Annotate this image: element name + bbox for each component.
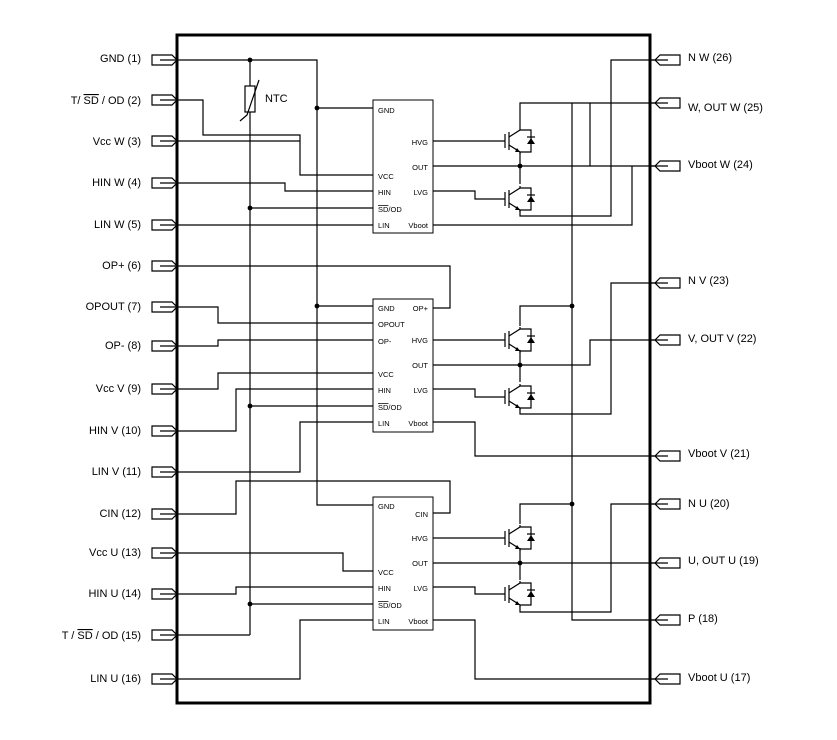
pin-label-10: HIN V (10) xyxy=(89,425,141,437)
ic-v-vcc: VCC xyxy=(378,370,394,379)
ic-w-lin: LIN xyxy=(378,221,390,230)
ic-v-hin: HIN xyxy=(378,386,391,395)
pin-label-6: OP+ (6) xyxy=(102,260,141,272)
pin-label-22: V, OUT V (22) xyxy=(688,333,756,345)
pin-label-12: CIN (12) xyxy=(99,508,141,520)
igbt-1 xyxy=(504,128,535,154)
ic-w-out: OUT xyxy=(412,163,428,172)
igbt-3 xyxy=(504,327,535,353)
pin-label-20: N U (20) xyxy=(688,498,730,510)
ic-u-out: OUT xyxy=(412,559,428,568)
ic-u-lin: LIN xyxy=(378,617,390,626)
pin-label-19: U, OUT U (19) xyxy=(688,555,759,567)
left-pin-labels: GND (1) T/ SD / OD (2) Vcc W (3) HIN W (… xyxy=(62,53,141,685)
pin-label-2: T/ SD / OD (2) xyxy=(71,95,141,107)
pin-label-26: N W (26) xyxy=(688,52,732,64)
module-outline xyxy=(175,33,652,705)
driver-ic-w xyxy=(372,99,434,234)
ic-v-sdod: SD/OD xyxy=(378,403,402,412)
ic-u-gnd: GND xyxy=(378,502,395,511)
ic-w-lvg: LVG xyxy=(414,188,429,197)
ic-u-vboot: Vboot xyxy=(408,617,429,626)
ic-u-sdod: SD/OD xyxy=(378,601,402,610)
ic-u-vcc: VCC xyxy=(378,568,394,577)
pin-label-14: HIN U (14) xyxy=(88,588,141,600)
pin-label-17: Vboot U (17) xyxy=(688,672,750,684)
pin-label-11: LIN V (11) xyxy=(92,466,141,478)
ic-u-lvg: LVG xyxy=(414,584,429,593)
wiring xyxy=(160,59,668,680)
right-pin-connectors xyxy=(650,54,681,685)
pin-label-24: Vboot W (24) xyxy=(688,159,753,171)
pin-label-13: Vcc U (13) xyxy=(89,547,141,559)
ic-v-opminus: OP- xyxy=(378,337,392,346)
pin-label-15: T / SD / OD (15) xyxy=(62,630,141,642)
ntc-thermistor: NTC xyxy=(239,60,288,130)
igbt-5 xyxy=(504,525,535,551)
pin-label-4: HIN W (4) xyxy=(92,177,141,189)
pin-label-7: OPOUT (7) xyxy=(86,301,141,313)
right-pin-labels: N W (26) W, OUT W (25) Vboot W (24) N V … xyxy=(688,52,763,684)
driver-w-labels: GND VCC HIN SD/OD LIN HVG OUT LVG Vboot xyxy=(378,106,429,230)
pin-label-18: P (18) xyxy=(688,613,718,625)
ic-w-sdod: SD/OD xyxy=(378,205,402,214)
ntc-label: NTC xyxy=(265,93,288,105)
pin-label-8: OP- (8) xyxy=(105,340,141,352)
pin-label-3: Vcc W (3) xyxy=(93,136,141,148)
ic-w-vboot: Vboot xyxy=(408,221,429,230)
ic-u-cin: CIN xyxy=(415,510,428,519)
ic-u-hin: HIN xyxy=(378,584,391,593)
ic-w-gnd: GND xyxy=(378,106,395,115)
pin-label-21: Vboot V (21) xyxy=(688,448,750,460)
left-pin-connectors xyxy=(151,54,178,685)
ic-u-hvg: HVG xyxy=(412,534,428,543)
ic-v-out: OUT xyxy=(412,361,428,370)
ic-v-opplus: OP+ xyxy=(413,304,429,313)
ic-w-hvg: HVG xyxy=(412,138,428,147)
pin-label-23: N V (23) xyxy=(688,275,729,287)
ic-w-vcc: VCC xyxy=(378,172,394,181)
pin-label-1: GND (1) xyxy=(100,53,141,65)
ic-v-opout: OPOUT xyxy=(378,320,405,329)
igbt-6 xyxy=(504,581,535,607)
driver-v-labels: GND OPOUT OP- VCC HIN SD/OD LIN OP+ HVG … xyxy=(378,304,429,428)
driver-ic-v xyxy=(372,298,434,433)
igbt-2 xyxy=(504,186,535,212)
junction-dots xyxy=(247,57,575,607)
driver-u-labels: GND VCC HIN SD/OD LIN CIN HVG OUT LVG Vb… xyxy=(378,502,429,626)
ic-v-hvg: HVG xyxy=(412,336,428,345)
ic-v-lvg: LVG xyxy=(414,386,429,395)
pin-label-16: LIN U (16) xyxy=(90,673,141,685)
driver-ic-u xyxy=(372,496,434,631)
pin-label-25: W, OUT W (25) xyxy=(688,102,763,114)
igbt-4 xyxy=(504,384,535,410)
igbt-transistors xyxy=(504,128,535,607)
ic-w-hin: HIN xyxy=(378,188,391,197)
pin-label-5: LIN W (5) xyxy=(94,219,141,231)
ic-v-vboot: Vboot xyxy=(408,419,429,428)
ic-v-gnd: GND xyxy=(378,304,395,313)
pin-label-9: Vcc V (9) xyxy=(96,383,141,395)
ic-v-lin: LIN xyxy=(378,419,390,428)
